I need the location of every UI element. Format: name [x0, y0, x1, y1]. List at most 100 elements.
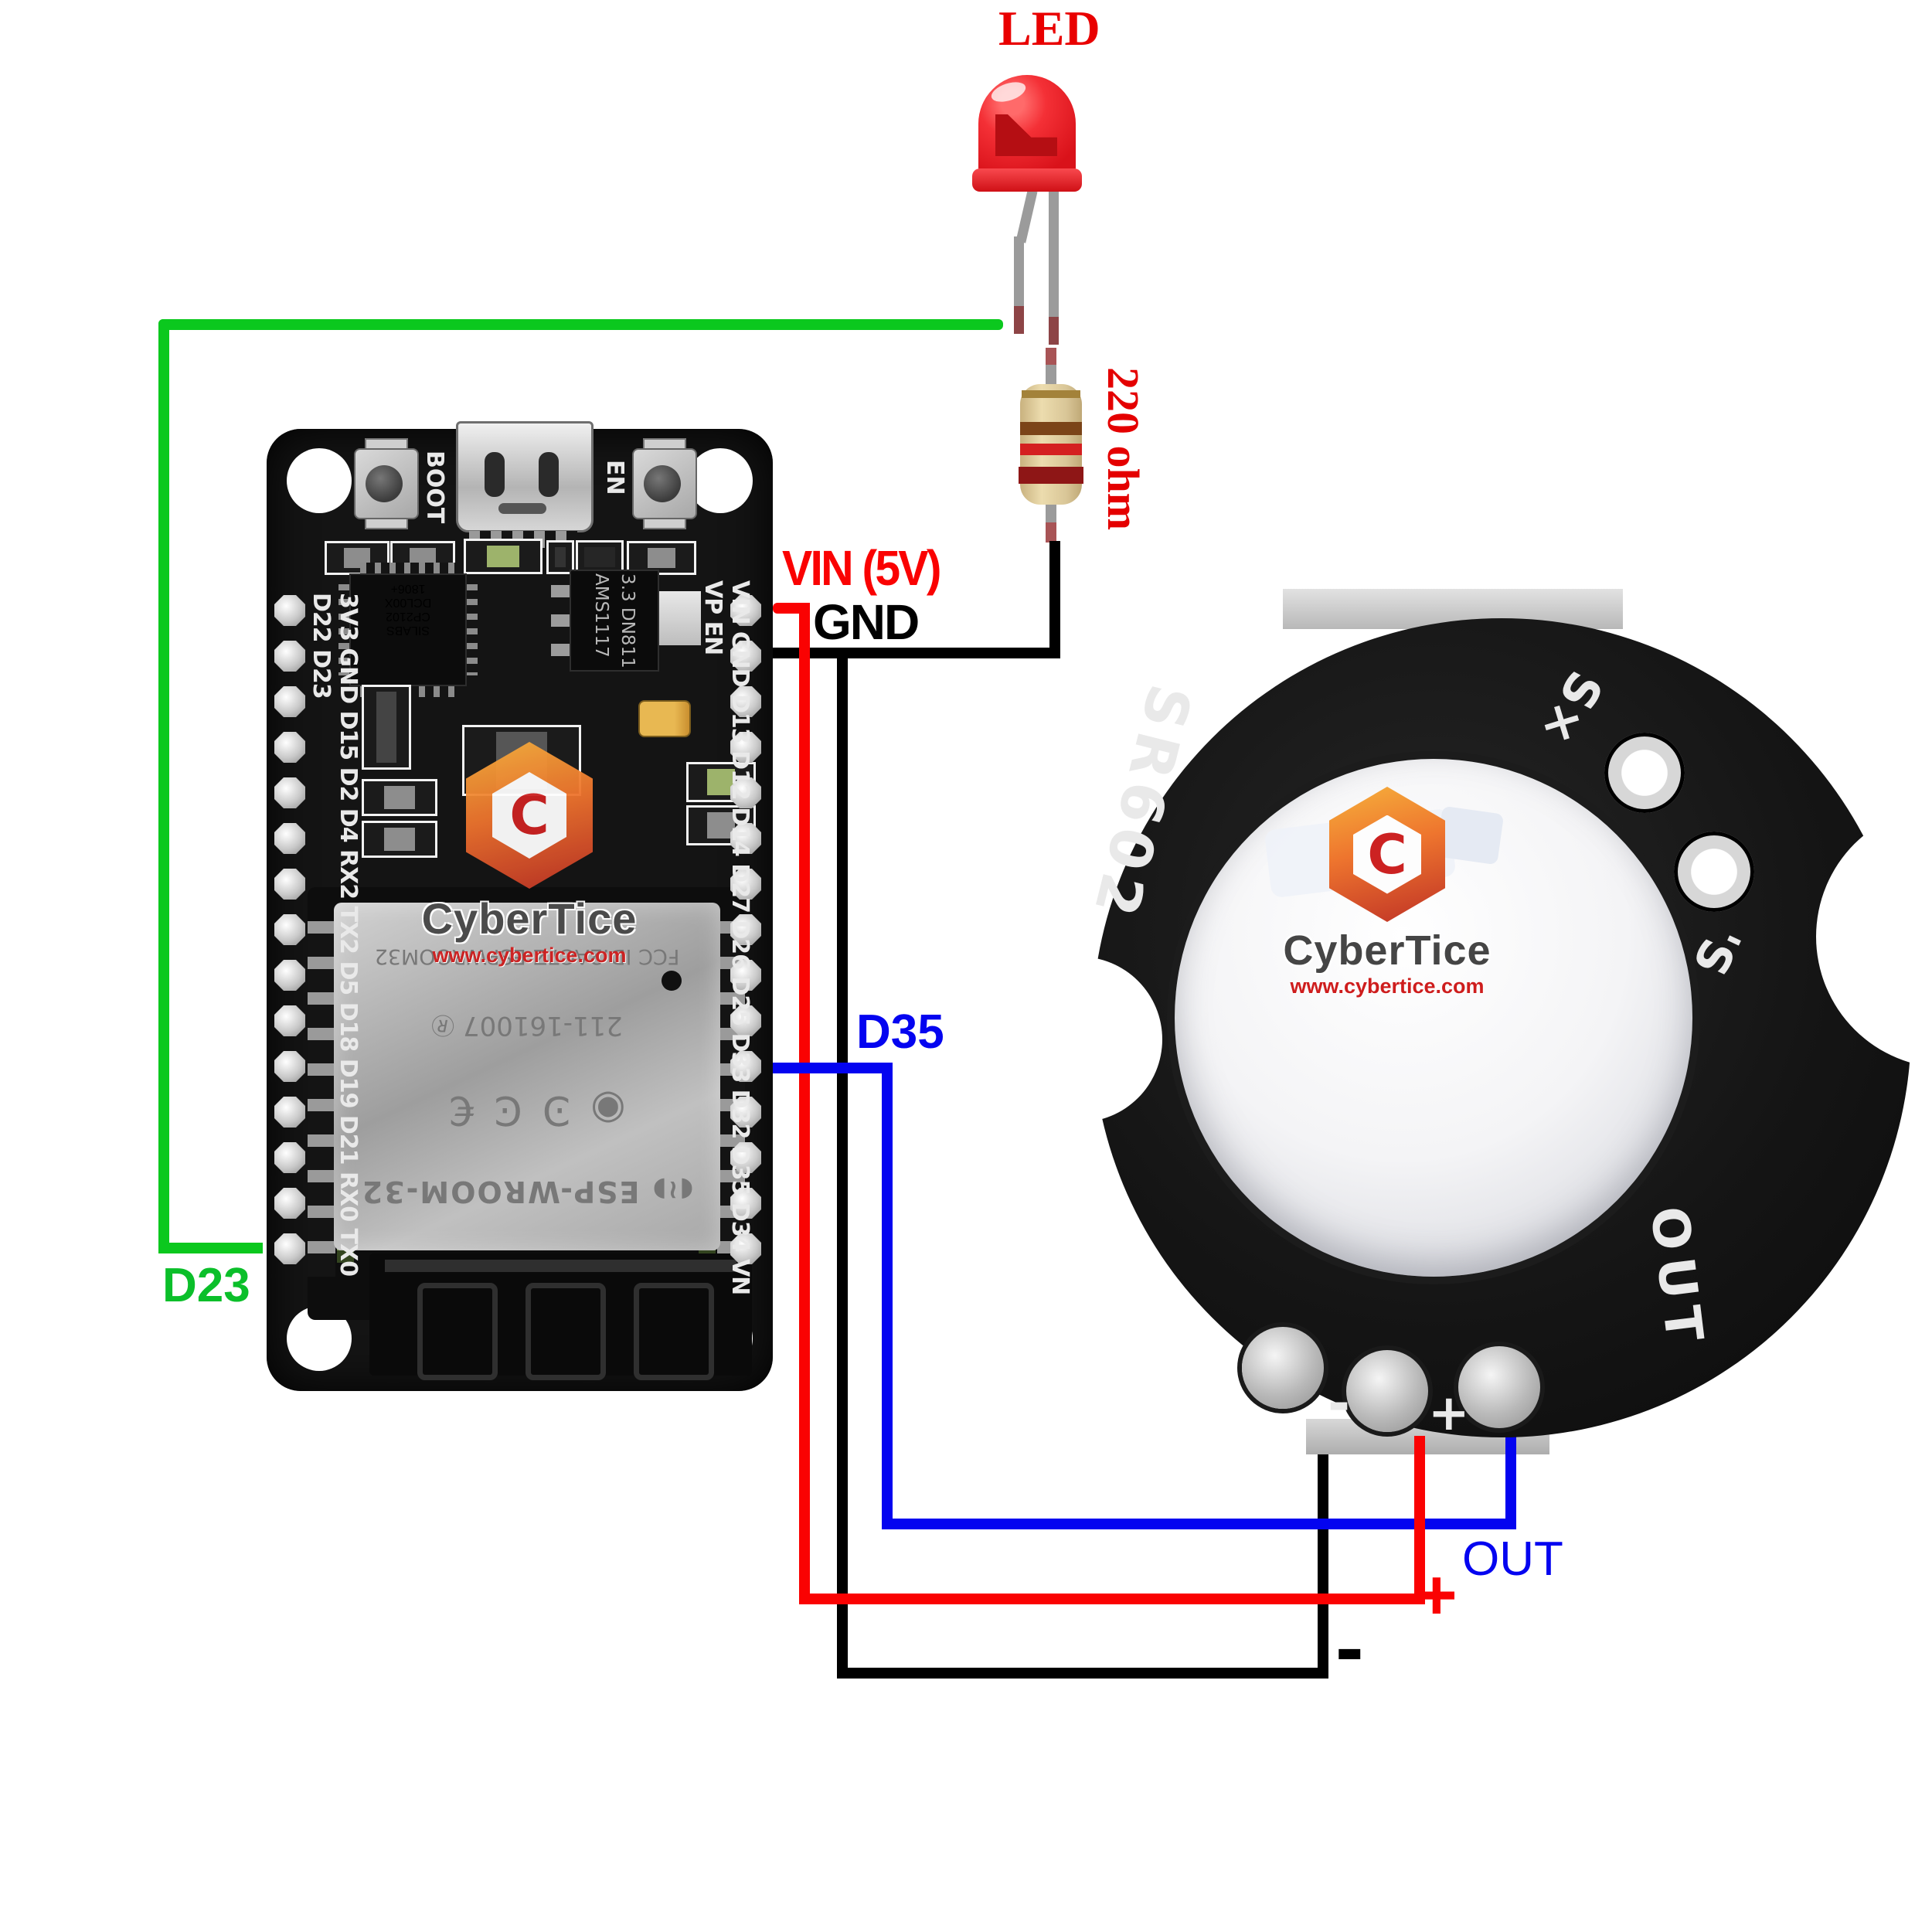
pin-pad	[730, 1233, 761, 1264]
regulator-pin	[551, 585, 571, 597]
solder-pad	[1242, 1327, 1324, 1409]
mounting-hole	[287, 448, 352, 513]
boot-button-cap	[366, 465, 403, 502]
pin-pad	[730, 960, 761, 991]
pin-pad	[274, 732, 305, 763]
regulator-pin	[551, 644, 571, 656]
pin-pad	[730, 686, 761, 717]
usb-slot-bar	[498, 503, 546, 514]
pin-pad	[274, 1005, 305, 1036]
wire-blue-horizontal-bottom	[882, 1519, 1516, 1529]
wire-black-vertical-resistor	[1049, 541, 1060, 658]
wire-red-vertical-left	[799, 603, 810, 1604]
mounting-hole	[688, 448, 753, 513]
pin-pad	[274, 1188, 305, 1219]
left-pin-labels: 3V3 GND D15 D2 D4 RX2 TX2 D5 D18 D19 D21…	[308, 593, 362, 1277]
pin-pad	[730, 777, 761, 808]
cp2102-chip: SILABS CP2102 DCL00X 1806+	[338, 563, 478, 697]
led-leg-tip	[1049, 317, 1059, 345]
watermark-sensor: C CyberTice www.cybertice.com	[1260, 787, 1515, 998]
resistor-lead-top-tip	[1046, 348, 1056, 366]
smd-component	[362, 685, 411, 770]
pin-pad	[730, 1097, 761, 1128]
wifi-logo-icon: ◖≀◗	[651, 1174, 694, 1206]
wire-black-horizontal-bottom	[837, 1668, 1328, 1679]
led-leg-tip	[1014, 306, 1024, 334]
wire-red-vertical-right	[1414, 1436, 1425, 1604]
pin-pad	[274, 914, 305, 945]
resistor-band-red2	[1019, 467, 1083, 484]
cybertice-logo-icon: C	[466, 742, 593, 889]
logo-monogram: C	[1367, 822, 1407, 886]
resistor-lead-bottom-tip	[1046, 522, 1056, 543]
d23-label: D23	[162, 1259, 250, 1312]
gnd-label: GND	[813, 594, 920, 650]
solder-pad	[1458, 1346, 1540, 1428]
regulator-pin	[551, 614, 571, 627]
wire-blue-horizontal-top	[773, 1063, 893, 1073]
regulator-tab	[656, 591, 701, 645]
pin-pad	[274, 777, 305, 808]
solder-pad	[1346, 1350, 1428, 1432]
d35-label: D35	[856, 1005, 944, 1059]
sensor-notch	[997, 957, 1162, 1122]
en-button-cap	[644, 465, 681, 502]
ce-mark-icon: Ͼ€	[428, 1086, 522, 1133]
chip-text-line: CP2102	[386, 610, 430, 623]
pin-pad	[274, 1233, 305, 1264]
cp2102-text: SILABS CP2102 DCL00X 1806+	[351, 581, 465, 637]
pin-pad	[274, 1051, 305, 1082]
pin-pad	[730, 869, 761, 900]
sensor-minus-mark: -	[1328, 1372, 1351, 1435]
wire-black-horizontal-top	[773, 648, 1060, 658]
resistor-band-brown	[1020, 422, 1082, 435]
led-label: LED	[998, 1, 1100, 56]
espressif-logo-icon: ◉	[570, 1086, 626, 1133]
regulator-text-line: 3.3 DN811	[617, 573, 638, 668]
antenna-trace	[417, 1283, 498, 1380]
wire-green-horizontal-top	[158, 319, 1003, 330]
resistor-band-red	[1020, 444, 1082, 455]
antenna-trace	[526, 1283, 606, 1380]
module-serial: 211-161007 🄬	[431, 1010, 623, 1042]
resistor-lead-top	[1046, 365, 1056, 388]
pin-pad	[730, 1051, 761, 1082]
module-name: ◖≀◗ ESP-WROOM-32	[360, 1174, 694, 1209]
smd-component	[325, 541, 389, 575]
pin-pad	[730, 732, 761, 763]
led-leg-cathode-bend	[1015, 189, 1038, 243]
wire-blue-vertical-right	[1505, 1436, 1516, 1529]
pin-pad	[274, 960, 305, 991]
chip-text-line: SILABS	[386, 624, 430, 637]
pin-pad	[274, 1097, 305, 1128]
watermark-board: C CyberTice www.cybertice.com	[402, 742, 657, 968]
chip-text-line: 1806+	[390, 582, 426, 595]
pin-pad	[274, 641, 305, 672]
watermark-brand: CyberTice	[421, 894, 638, 943]
usb-connector	[456, 421, 594, 532]
chip-pins	[338, 584, 349, 675]
cert-mark-icon: Ͽ	[522, 1086, 571, 1133]
chip-pins	[467, 584, 478, 675]
watermark-url: www.cybertice.com	[432, 944, 627, 967]
pin-pad	[274, 595, 305, 626]
usb-slot	[485, 452, 505, 497]
chip-text-line: DCL00X	[384, 596, 432, 609]
resistor-lead-bottom	[1046, 501, 1056, 526]
pin-pad	[730, 1188, 761, 1219]
smd-component	[546, 540, 574, 574]
wire-green-vertical	[158, 319, 169, 1253]
pin-pad	[274, 869, 305, 900]
wroom-shield-can: ◖≀◗ ESP-WROOM-32 ◉ϿϾ€ 211-161007 🄬 FCC I…	[334, 903, 720, 1250]
smd-component	[576, 540, 624, 574]
pin-pad	[274, 1142, 305, 1173]
resistor-label: 220 ohm	[1098, 367, 1148, 531]
sensor-plus-mark: +	[1428, 1385, 1470, 1442]
led-leg-anode	[1049, 190, 1059, 345]
cert-logos: ◉ϿϾ€	[428, 1087, 625, 1133]
pin-pad	[730, 595, 761, 626]
esp32-board: BOOT EN SILABS CP2102 DCL00X	[267, 421, 773, 1391]
watermark-brand: CyberTice	[1283, 927, 1492, 974]
wire-green-horizontal-bottom	[158, 1243, 263, 1253]
